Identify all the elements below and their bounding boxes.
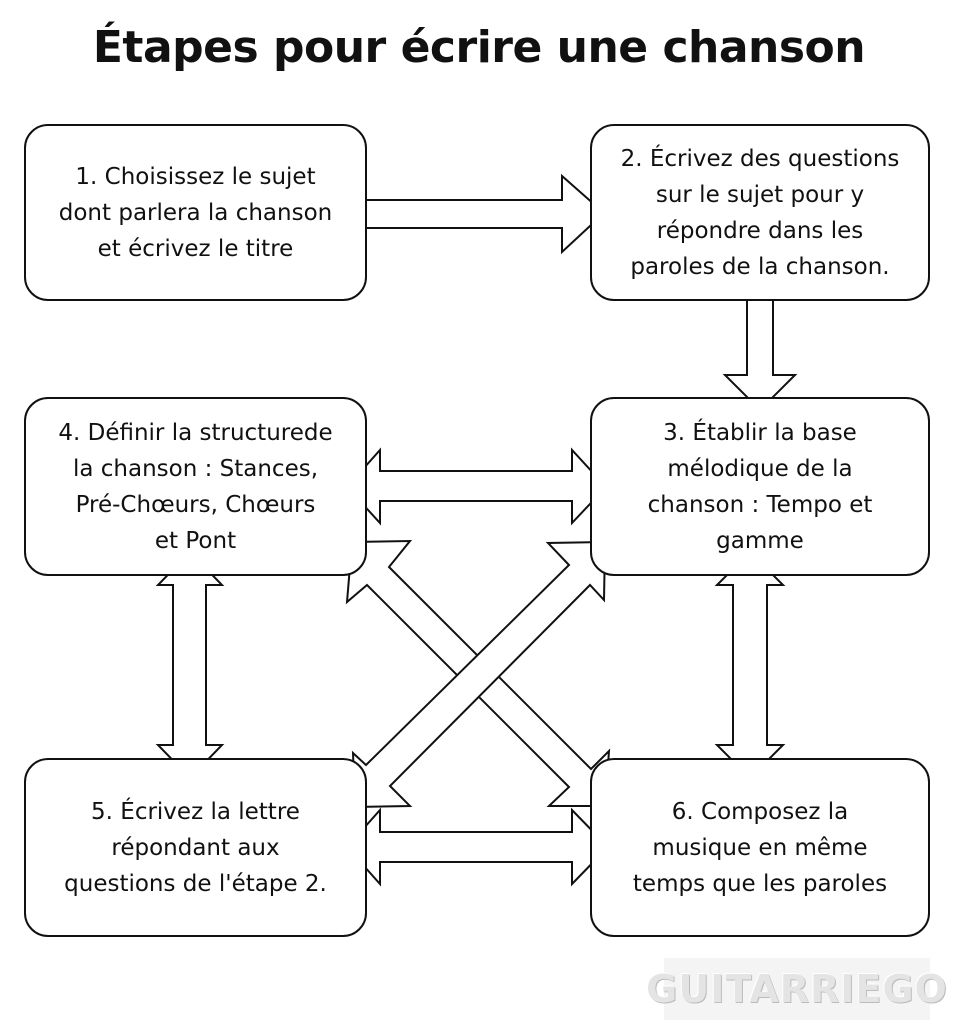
step-box-5: 5. Écrivez la lettre répondant aux quest… — [24, 758, 367, 937]
arrow-5-6 — [345, 807, 610, 887]
step-box-2: 2. Écrivez des questions sur le sujet po… — [590, 124, 930, 301]
page-title: Étapes pour écrire une chanson — [92, 22, 866, 73]
step-box-4: 4. Définir la structurede la chanson : S… — [24, 397, 367, 576]
arrow-4-5 — [155, 550, 225, 780]
step-box-3: 3. Établir la base mélodique de la chans… — [590, 397, 930, 576]
step-box-1: 1. Choisissez le sujet dont parlera la c… — [24, 124, 367, 301]
step-3-text: 3. Établir la base mélodique de la chans… — [647, 419, 873, 554]
step-4-text: 4. Définir la structurede la chanson : S… — [58, 419, 333, 554]
arrow-4-3 — [345, 447, 608, 526]
watermark-text: GUITARRIEGO — [646, 967, 948, 1011]
arrow-1-2 — [354, 173, 606, 255]
step-2-text: 2. Écrivez des questions sur le sujet po… — [620, 145, 900, 280]
step-1-text: 1. Choisissez le sujet dont parlera la c… — [58, 163, 333, 262]
step-5-text: 5. Écrivez la lettre répondant aux quest… — [64, 798, 327, 897]
step-box-6: 6. Composez la musique en même temps que… — [590, 758, 930, 937]
step-6-text: 6. Composez la musique en même temps que… — [632, 798, 888, 897]
arrow-3-6 — [714, 550, 786, 780]
watermark-logo: GUITARRIEGO — [646, 958, 947, 1020]
arrow-2-3 — [722, 284, 798, 412]
